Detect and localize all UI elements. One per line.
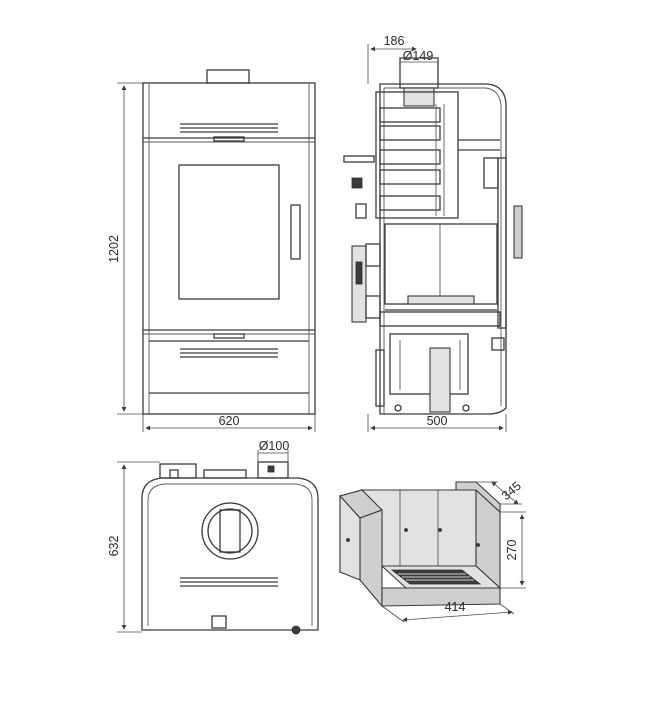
foot-knob — [291, 625, 301, 635]
top-body — [141, 477, 319, 631]
front-height-dimension — [117, 82, 143, 415]
firebox-iso — [338, 481, 502, 608]
top-vent-slots — [180, 123, 278, 133]
door-hinge-top — [213, 136, 245, 142]
firebox-width-dimension — [381, 603, 515, 623]
depth-side-label: 500 — [427, 414, 448, 428]
firebox-grate — [390, 569, 482, 585]
flue-diameter-label: Ø149 — [403, 49, 434, 63]
flue-outlet-circle — [201, 502, 259, 560]
side-casing — [379, 83, 507, 415]
door-glass — [178, 164, 280, 300]
combustion-chamber — [379, 223, 501, 327]
bottom-vent-slots — [180, 348, 278, 358]
door-hinge-bottom — [213, 333, 245, 339]
side-depth-dimension — [367, 414, 507, 432]
front-width-dimension — [142, 414, 316, 432]
width-front-label: 620 — [219, 414, 240, 428]
firebox-depth-label: 345 — [499, 479, 524, 503]
firebox-width-label: 414 — [445, 600, 466, 614]
left-controls — [343, 155, 381, 323]
side-door-handle — [513, 205, 523, 259]
firebox-height-dimension — [500, 511, 526, 589]
flue-offset-label: 186 — [384, 34, 405, 48]
height-label: 1202 — [107, 235, 121, 263]
depth-top-label: 632 — [107, 536, 121, 557]
front-view — [142, 69, 316, 415]
firebox-depth-dimension — [476, 481, 522, 505]
side-view — [343, 57, 523, 415]
rear-connections — [159, 461, 289, 479]
heat-exchanger — [375, 91, 500, 219]
firebox-height-label: 270 — [505, 540, 519, 561]
ash-drawer — [375, 333, 470, 413]
flue-dimension — [367, 44, 439, 84]
side-door — [497, 157, 507, 329]
top-depth-dimension — [117, 461, 160, 633]
air-inlet-label: Ø100 — [259, 439, 290, 453]
air-inlet-dimension — [257, 450, 289, 464]
top-vent-lines — [180, 577, 278, 587]
stove-body-front — [142, 82, 316, 415]
flue-collar — [206, 69, 250, 84]
top-view — [141, 461, 319, 635]
door-handle — [290, 204, 301, 260]
